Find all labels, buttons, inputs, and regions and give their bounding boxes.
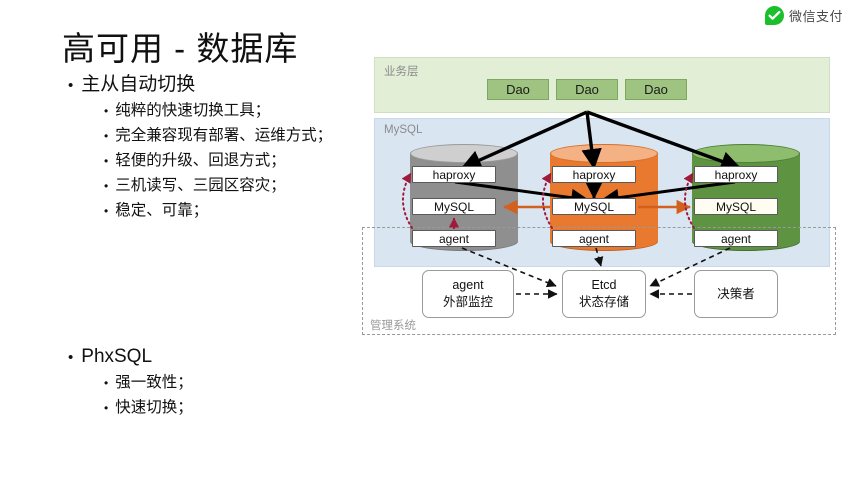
node-agent-orange: agent [552, 230, 636, 247]
edge-haproxy-to-mysql [454, 180, 736, 207]
mysql-layer-label: MySQL [384, 124, 423, 136]
mgmt-box-line1: agent [452, 278, 484, 293]
bullet-level2-label: 三机读写、三园区容灾； [115, 176, 286, 194]
page-title: 高可用 - 数据库 [62, 30, 299, 67]
dao-label: Dao [644, 82, 668, 97]
edge-agent-to-etcd [461, 247, 731, 288]
dao-label: Dao [575, 82, 599, 97]
bullet-level2-label: 轻便的升级、回退方式； [115, 151, 286, 169]
cylinder-body [692, 153, 800, 242]
mgmt-box-line1: Etcd [591, 278, 617, 293]
bullet-level2-label: 快速切换； [115, 398, 193, 416]
cluster-cylinder-gray [410, 144, 518, 251]
cylinder-top-ellipse [410, 144, 518, 163]
mysql-layer-panel [374, 118, 830, 267]
cylinder-top-ellipse [692, 144, 800, 163]
node-haproxy-green: haproxy [694, 166, 778, 183]
edge-dao-to-haproxy [460, 110, 742, 172]
node-mysql-orange: MySQL [552, 198, 636, 215]
wechat-pay-check-bubble-icon [765, 6, 784, 25]
cylinder-top-ellipse [550, 144, 658, 163]
dao-label: Dao [506, 82, 530, 97]
edge-agent-monitor-haproxy [401, 172, 701, 237]
mgmt-box-external-agent: agent 外部监控 [422, 270, 514, 318]
cylinder-body [550, 153, 658, 242]
bullet-dot-icon: • [68, 77, 74, 94]
mgmt-box-etcd: Etcd 状态存储 [562, 270, 646, 318]
bullet-dot-icon: • [104, 375, 109, 390]
bullet-level2: • 强一致性； [104, 370, 193, 395]
bullet-level1-label: 主从自动切换 [81, 74, 196, 95]
bullet-dot-icon: • [104, 178, 109, 193]
management-system-label: 管理系统 [370, 320, 416, 332]
mgmt-box-decider: 决策者 [694, 270, 778, 318]
bullet-level2: • 稳定、可靠； [104, 198, 332, 223]
wechat-pay-brand-text: 微信支付 [789, 9, 844, 24]
bullet-dot-icon: • [104, 153, 109, 168]
bullet-level2: • 纯粹的快速切换工具； [104, 98, 332, 123]
bullet-level1: • PhxSQL [68, 344, 193, 370]
bullet-level1: • 主从自动切换 [68, 72, 332, 98]
bullet-dot-icon: • [104, 400, 109, 415]
bullet-level2: • 快速切换； [104, 395, 193, 420]
cluster-cylinder-orange [550, 144, 658, 251]
bullet-level2: • 三机读写、三园区容灾； [104, 173, 332, 198]
cylinder-bottom-ellipse [410, 232, 518, 251]
business-layer-label: 业务层 [384, 66, 419, 78]
business-layer-panel [374, 57, 830, 113]
bullet-group-phxsql: • PhxSQL • 强一致性； • 快速切换； [68, 344, 193, 420]
node-mysql-gray: MySQL [412, 198, 496, 215]
cylinder-bottom-ellipse [550, 232, 658, 251]
dao-box: Dao [556, 79, 618, 100]
management-system-panel [362, 227, 836, 335]
dao-box: Dao [487, 79, 549, 100]
bullet-group-failover: • 主从自动切换 • 纯粹的快速切换工具； • 完全兼容现有部署、运维方式； •… [68, 72, 332, 223]
mgmt-box-line1: 决策者 [717, 286, 755, 301]
bullet-level2-label: 稳定、可靠； [115, 202, 209, 220]
bullet-level1-label: PhxSQL [81, 346, 153, 367]
node-haproxy-orange: haproxy [552, 166, 636, 183]
bullet-dot-icon: • [104, 103, 109, 118]
node-agent-green: agent [694, 230, 778, 247]
cluster-cylinder-green [692, 144, 800, 251]
bullet-level2-label: 纯粹的快速切换工具； [115, 101, 271, 119]
dao-box: Dao [625, 79, 687, 100]
cylinder-body [410, 153, 518, 242]
bullet-level2: • 轻便的升级、回退方式； [104, 148, 332, 173]
node-agent-gray: agent [412, 230, 496, 247]
bullet-dot-icon: • [104, 128, 109, 143]
cylinder-bottom-ellipse [692, 232, 800, 251]
mgmt-box-line2: 外部监控 [442, 295, 493, 309]
wechat-pay-logo: 微信支付 [765, 6, 843, 25]
bullet-dot-icon: • [104, 204, 109, 219]
bullet-level2-label: 完全兼容现有部署、运维方式； [115, 126, 333, 144]
node-haproxy-gray: haproxy [412, 166, 496, 183]
bullet-dot-icon: • [68, 349, 74, 366]
bullet-level2-label: 强一致性； [115, 373, 193, 391]
node-mysql-green: MySQL [694, 198, 778, 215]
bullet-level2: • 完全兼容现有部署、运维方式； [104, 123, 332, 148]
mgmt-box-line2: 状态存储 [578, 295, 629, 309]
